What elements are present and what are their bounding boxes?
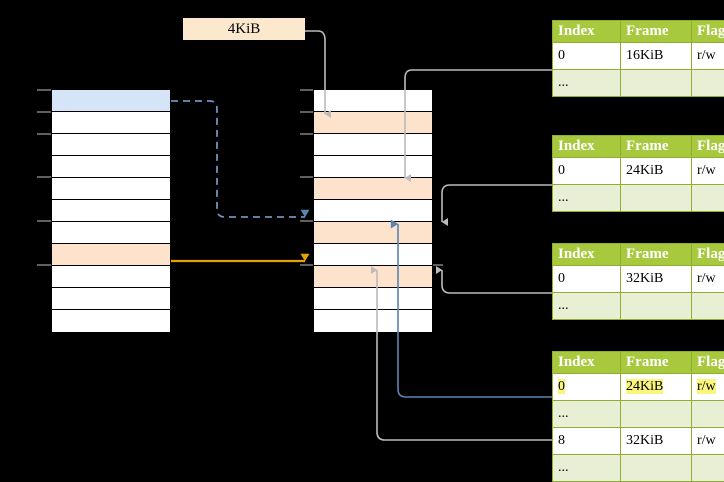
table-row: ... bbox=[552, 184, 724, 212]
page-directory-entry bbox=[52, 112, 170, 134]
page-directory-entry bbox=[52, 244, 170, 266]
column-header-frame: Frame bbox=[620, 135, 692, 158]
table-cell: 24KiB bbox=[620, 373, 692, 401]
page-table-entry bbox=[314, 112, 432, 134]
table-cell: ... bbox=[552, 184, 621, 212]
page-table-column bbox=[313, 89, 433, 332]
table-cell: r/w bbox=[691, 427, 724, 455]
frame-table-2: IndexFrameFlags024KiBr/w... bbox=[552, 135, 724, 212]
column-header-frame: Frame bbox=[620, 20, 692, 43]
table-cell: 24KiB bbox=[620, 157, 692, 185]
column-header-flags: Flags bbox=[691, 243, 724, 266]
page-table-entry bbox=[314, 200, 432, 222]
table-cell: r/w bbox=[691, 42, 724, 70]
page-directory-entry bbox=[52, 266, 170, 288]
column-header-flags: Flags bbox=[691, 20, 724, 43]
table-cell: ... bbox=[552, 400, 621, 428]
table-cell: 0 bbox=[552, 373, 621, 401]
page-table-entry bbox=[314, 156, 432, 178]
frame-table-4: IndexFrameFlags024KiBr/w...832KiBr/w... bbox=[552, 351, 724, 482]
connector-directory-dashed bbox=[171, 100, 310, 218]
page-table-entry bbox=[314, 266, 432, 288]
column-header-index: Index bbox=[552, 135, 621, 158]
page-directory-column bbox=[51, 89, 171, 332]
table-cell: 0 bbox=[552, 265, 621, 293]
page-directory-entry bbox=[52, 178, 170, 200]
page-table-entry bbox=[314, 134, 432, 156]
table-cell bbox=[620, 400, 692, 428]
page-table-entry bbox=[314, 288, 432, 310]
page-table-entry bbox=[314, 90, 432, 112]
table-cell: r/w bbox=[691, 265, 724, 293]
page-directory-entry bbox=[52, 222, 170, 244]
column-header-frame: Frame bbox=[620, 243, 692, 266]
page-directory-entry bbox=[52, 288, 170, 310]
table-cell: ... bbox=[552, 69, 621, 97]
table-cell: 8 bbox=[552, 427, 621, 455]
table-cell bbox=[620, 454, 692, 482]
table-cell bbox=[620, 292, 692, 320]
table-cell: 0 bbox=[552, 157, 621, 185]
table-cell: ... bbox=[552, 454, 621, 482]
table-cell bbox=[691, 184, 724, 212]
page-table-entry bbox=[314, 222, 432, 244]
column-header-index: Index bbox=[552, 243, 621, 266]
table-row: ... bbox=[552, 454, 724, 482]
column-header-flags: Flags bbox=[691, 135, 724, 158]
column-header-flags: Flags bbox=[691, 351, 724, 374]
table-cell bbox=[620, 184, 692, 212]
page-directory-entry bbox=[52, 200, 170, 222]
table-cell bbox=[620, 69, 692, 97]
page-directory-entry bbox=[52, 90, 170, 112]
table-cell: r/w bbox=[691, 157, 724, 185]
left-column-ticks bbox=[37, 89, 51, 266]
page-table-entry bbox=[314, 244, 432, 266]
column-header-index: Index bbox=[552, 20, 621, 43]
table-cell: 32KiB bbox=[620, 265, 692, 293]
table-cell bbox=[691, 69, 724, 97]
page-size-label: 4KiB bbox=[183, 18, 305, 40]
table-row: ... bbox=[552, 69, 724, 97]
frame-table-3: IndexFrameFlags032KiBr/w... bbox=[552, 243, 724, 320]
page-directory-entry bbox=[52, 310, 170, 332]
page-table-entry bbox=[314, 310, 432, 332]
table-row: ... bbox=[552, 400, 724, 428]
connector-table3-to-pagetable bbox=[436, 266, 552, 294]
page-table-entry bbox=[314, 178, 432, 200]
connector-table2-to-pagetable bbox=[441, 184, 552, 226]
column-header-index: Index bbox=[552, 351, 621, 374]
table-cell bbox=[691, 454, 724, 482]
table-cell: ... bbox=[552, 292, 621, 320]
page-directory-entry bbox=[52, 156, 170, 178]
table-cell: 32KiB bbox=[620, 427, 692, 455]
table-cell bbox=[691, 292, 724, 320]
page-directory-entry bbox=[52, 134, 170, 156]
table-row: ... bbox=[552, 292, 724, 320]
table-cell: 16KiB bbox=[620, 42, 692, 70]
column-header-frame: Frame bbox=[620, 351, 692, 374]
table-cell bbox=[691, 400, 724, 428]
frame-table-1: IndexFrameFlags016KiBr/w... bbox=[552, 20, 724, 97]
table-cell: 0 bbox=[552, 42, 621, 70]
table-cell: r/w bbox=[691, 373, 724, 401]
